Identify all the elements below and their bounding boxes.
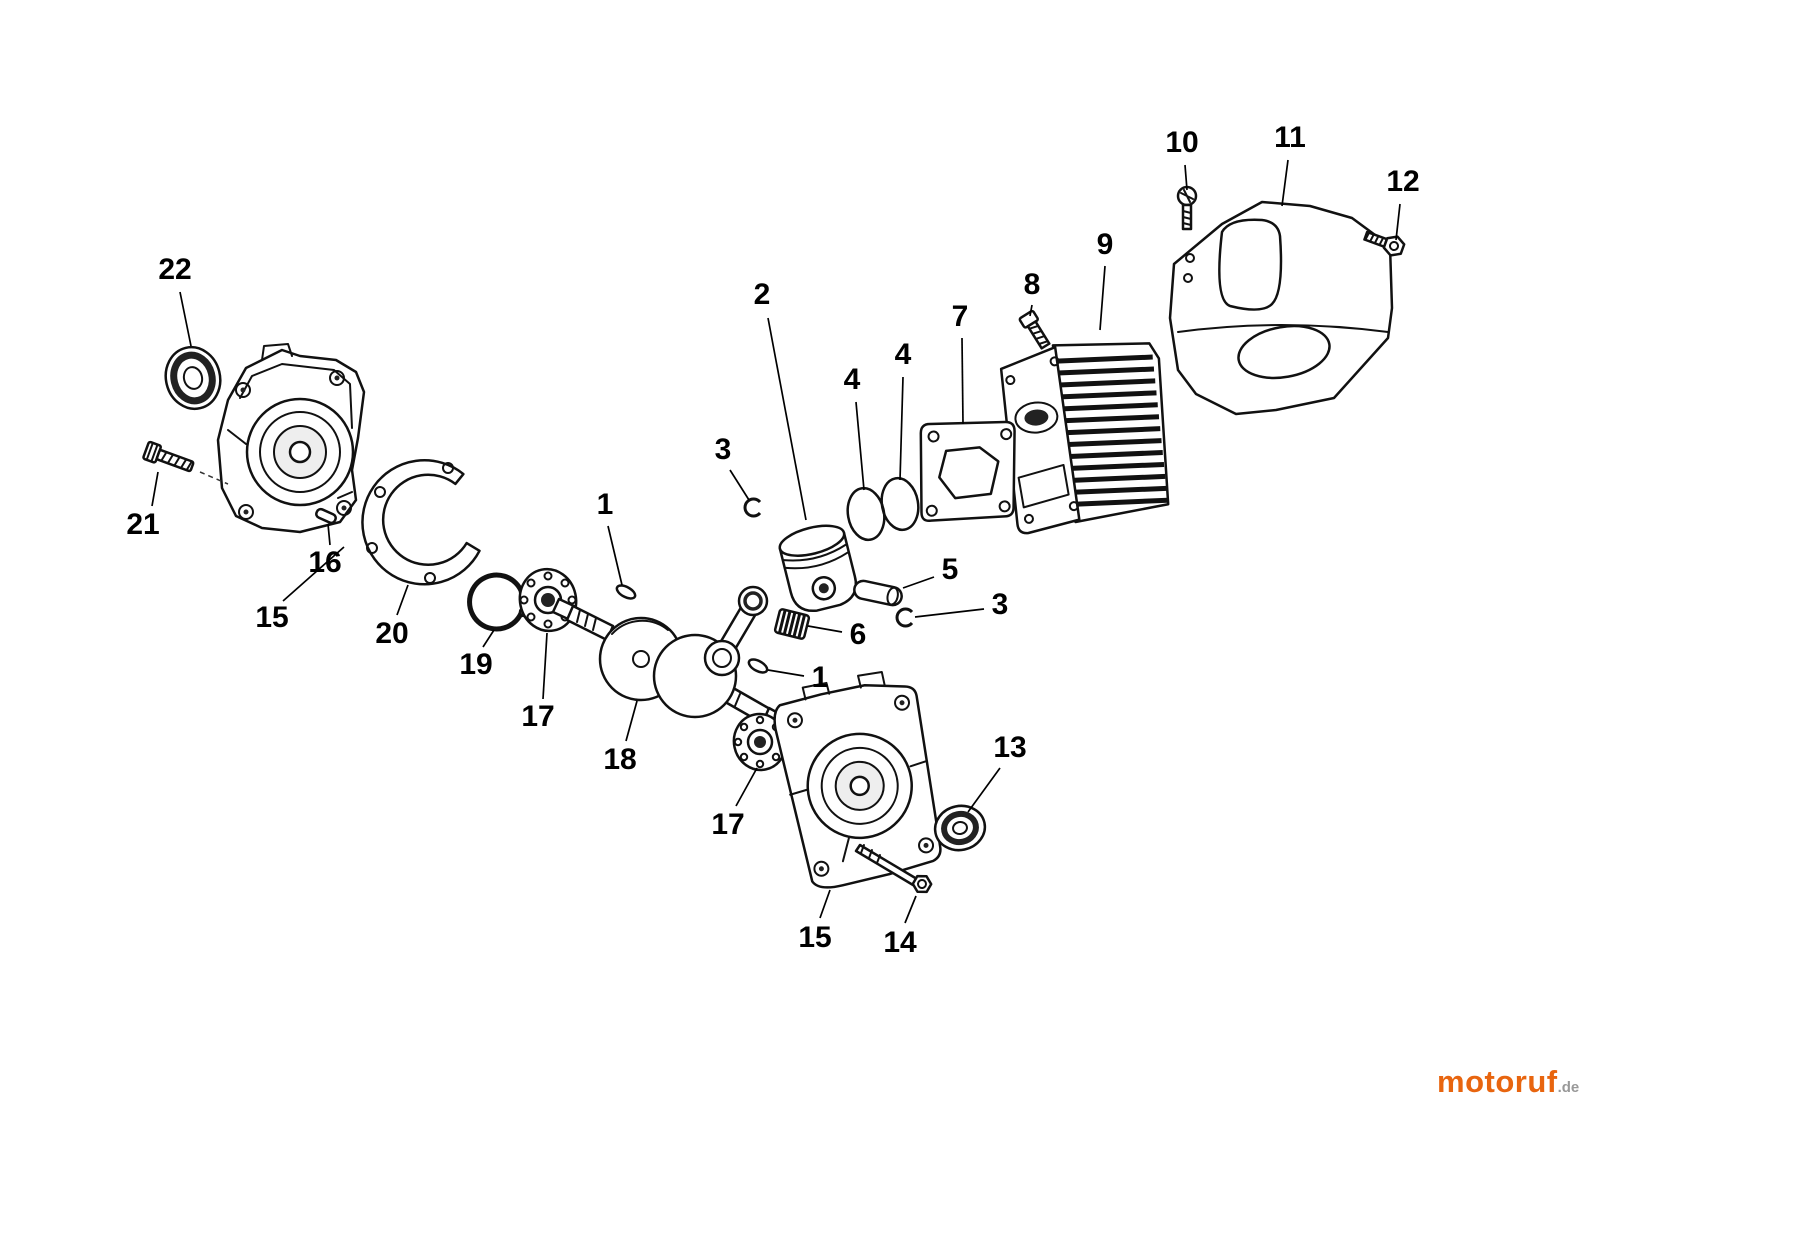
part-label-9: 9 xyxy=(1096,228,1114,261)
shield-bolt-part xyxy=(1363,230,1406,257)
leader-line-22 xyxy=(179,291,192,347)
cylinder-gasket-part xyxy=(919,420,1016,523)
retaining-clip-lower-part xyxy=(895,607,914,628)
ball-bearing-right-part xyxy=(732,712,788,772)
part-label-16: 16 xyxy=(308,546,342,579)
part-label-8: 8 xyxy=(1023,268,1041,301)
woodruff-key-upper-part xyxy=(615,584,637,600)
oil-seal-right-part xyxy=(933,804,987,852)
part-label-15L: 15 xyxy=(255,601,289,634)
leader-line-9 xyxy=(1099,265,1106,331)
part-label-3B: 3 xyxy=(991,588,1009,621)
leader-line-20 xyxy=(396,584,409,616)
part-label-4B: 4 xyxy=(894,338,912,371)
crankcase-gasket-part xyxy=(361,459,481,586)
leader-line-4B xyxy=(899,376,904,481)
part-label-3A: 3 xyxy=(714,433,732,466)
part-label-22: 22 xyxy=(158,253,192,286)
leader-line-17L xyxy=(542,632,548,700)
watermark-text: motoruf xyxy=(1437,1064,1558,1099)
leader-line-13 xyxy=(967,767,1001,813)
retaining-clip-upper-part xyxy=(743,497,762,518)
leader-line-16 xyxy=(327,523,331,546)
shield-screw-part xyxy=(1176,185,1198,231)
part-label-11: 11 xyxy=(1274,121,1306,154)
part-label-7: 7 xyxy=(951,300,969,333)
watermark-suffix: .de xyxy=(1557,1079,1580,1096)
needle-bearing-part xyxy=(773,608,811,640)
part-label-21: 21 xyxy=(126,508,160,541)
crankcase-right-part xyxy=(773,671,942,889)
leader-line-1B xyxy=(767,669,805,677)
part-label-17R: 17 xyxy=(711,808,745,841)
piston-ring-2-part xyxy=(880,476,920,532)
leader-line-3A xyxy=(729,469,750,501)
leader-line-3B xyxy=(914,608,985,618)
leader-line-21 xyxy=(151,471,159,507)
leader-line-17R xyxy=(735,767,758,807)
part-label-6: 6 xyxy=(849,618,867,651)
leader-line-10 xyxy=(1184,164,1188,191)
crankcase-bolt-part xyxy=(854,843,933,894)
part-label-1A: 1 xyxy=(596,488,614,521)
woodruff-key-lower-part xyxy=(747,658,769,674)
leader-line-15R xyxy=(819,889,831,919)
leader-line-15L xyxy=(282,546,345,602)
cylinder-part xyxy=(999,342,1170,535)
crankcase-left-part xyxy=(216,343,366,534)
part-label-13: 13 xyxy=(993,731,1027,764)
part-label-12: 12 xyxy=(1386,165,1420,198)
leader-line-4A xyxy=(855,401,865,491)
leader-line-14 xyxy=(904,895,917,924)
oil-seal-left-part xyxy=(164,345,222,411)
leader-line-2 xyxy=(767,317,807,521)
leader-line-12 xyxy=(1395,203,1401,241)
case-screw-part xyxy=(142,440,195,473)
part-label-18: 18 xyxy=(603,743,637,776)
wrist-pin-part xyxy=(853,579,903,607)
leader-line-6 xyxy=(807,625,843,633)
leader-line-18 xyxy=(625,700,638,742)
leader-line-7 xyxy=(961,337,964,425)
crankshaft-part xyxy=(551,585,789,731)
leader-line-11 xyxy=(1281,159,1289,207)
watermark: motoruf.de xyxy=(1437,1064,1579,1100)
part-label-20: 20 xyxy=(375,617,409,650)
part-label-14: 14 xyxy=(883,926,917,959)
leader-line-5 xyxy=(902,576,935,589)
piston-part xyxy=(778,524,858,613)
leader-line-1A xyxy=(607,525,623,586)
part-label-17L: 17 xyxy=(521,700,555,733)
part-label-2: 2 xyxy=(753,278,771,311)
cylinder-shield-part xyxy=(1168,200,1394,416)
part-label-10: 10 xyxy=(1165,126,1199,159)
leader-line-19 xyxy=(482,629,495,648)
dowel-pin-part xyxy=(315,507,337,525)
part-label-19: 19 xyxy=(459,648,493,681)
cylinder-screw-part xyxy=(1018,309,1051,350)
part-label-4A: 4 xyxy=(843,363,861,396)
leader-line-8 xyxy=(1029,304,1033,317)
part-label-15R: 15 xyxy=(798,921,832,954)
part-label-1B: 1 xyxy=(811,661,829,694)
part-label-5: 5 xyxy=(941,553,959,586)
